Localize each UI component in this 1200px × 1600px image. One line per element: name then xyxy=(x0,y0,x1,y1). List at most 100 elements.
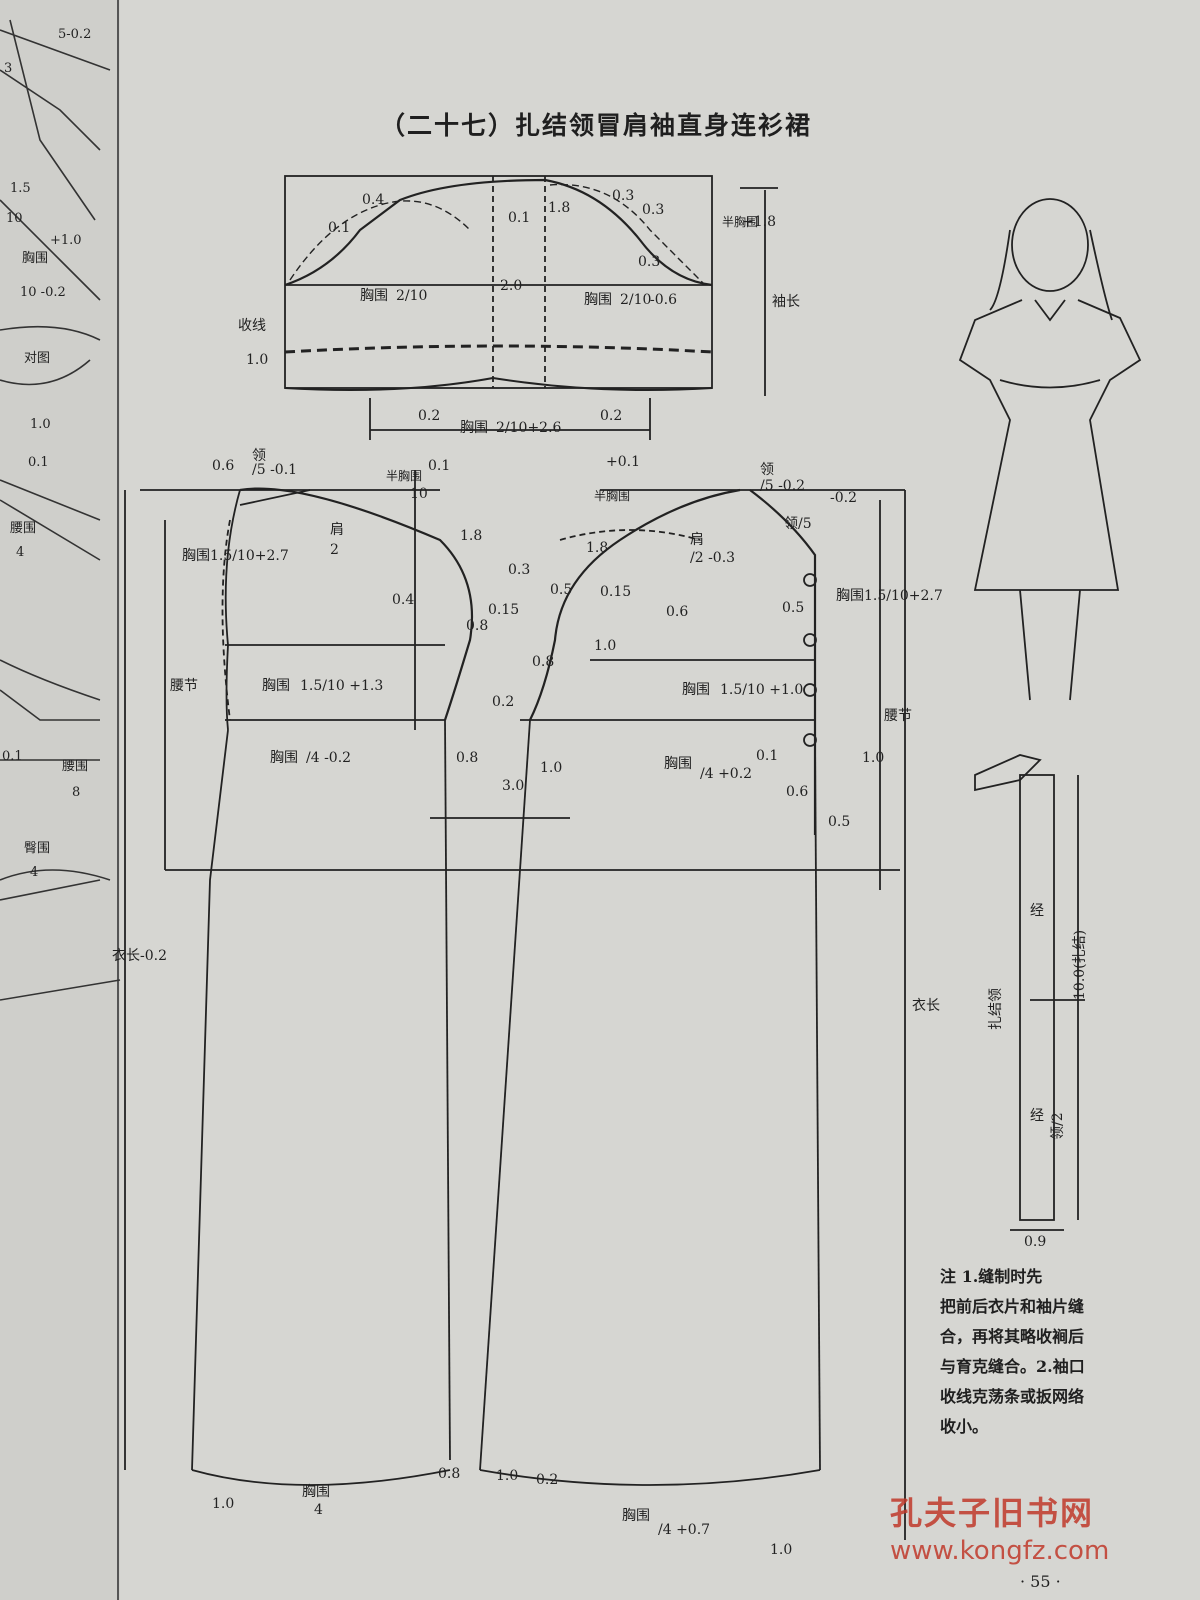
margin-label: 1.0 xyxy=(30,417,51,432)
back-label: 0.2 xyxy=(492,694,514,710)
page-title: （二十七）扎结领冒肩袖直身连衫裙 xyxy=(380,111,813,140)
back-label: 1.8 xyxy=(460,528,482,544)
front-label: 0.5 xyxy=(782,600,804,616)
margin-label: 5-0.2 xyxy=(58,27,91,42)
back-label: 0.4 xyxy=(392,592,414,608)
back-label: 腰节 xyxy=(170,678,198,694)
back-label: 0.8 xyxy=(456,750,478,766)
watermark-url: www.kongfz.com xyxy=(890,1536,1110,1566)
front-label: 1.0 xyxy=(862,750,884,766)
front-label: /4 +0.7 xyxy=(658,1522,710,1538)
watermark: 孔夫子旧书网 www.kongfz.com xyxy=(890,1488,1190,1566)
back-label: 胸围 xyxy=(270,750,298,766)
back-label: 2 xyxy=(330,542,339,558)
tie-collar-piece xyxy=(974,754,1085,1231)
tie-label: 领/2 xyxy=(1050,1112,1066,1140)
note-line: 注 1.缝制时先 xyxy=(940,1267,1043,1286)
note-line: 收小。 xyxy=(940,1417,989,1436)
back-label: 10 xyxy=(410,486,428,502)
front-label: 领/5 xyxy=(784,516,812,532)
tie-label: 10.0(扎结) xyxy=(1072,930,1088,1000)
margin-label: 0.1 xyxy=(28,455,49,470)
back-label: 1.0 xyxy=(212,1496,234,1512)
sleeve-label: 0.2 xyxy=(600,408,622,424)
margin-label: 腰围 xyxy=(62,759,88,774)
front-label: 0.6 xyxy=(786,784,808,800)
front-label: 0.8 xyxy=(532,654,554,670)
margin-label: 4 xyxy=(16,545,24,560)
front-label: -0.2 xyxy=(830,490,857,506)
front-label: 1.0 xyxy=(770,1542,792,1558)
dress-illustration xyxy=(958,198,1142,701)
back-label: 胸围 xyxy=(302,1484,330,1500)
front-label: 1.8 xyxy=(586,540,608,556)
watermark-text: 孔夫子旧书网 xyxy=(890,1494,1095,1532)
back-label: 0.8 xyxy=(438,1466,460,1482)
margin-label: 臀围 xyxy=(24,841,50,856)
back-label: 0.8 xyxy=(466,618,488,634)
sleeve-label: 0.3 xyxy=(642,202,664,218)
sleeve-label: 0.3 xyxy=(638,254,660,270)
sleeve-label: 2/10+2.6 xyxy=(496,420,562,436)
margin-label: 胸围 xyxy=(22,251,48,266)
sleeve-label: 袖长 xyxy=(772,294,800,310)
sleeve-label: 2.0 xyxy=(500,278,522,294)
back-piece xyxy=(124,470,900,1486)
margin-label: 腰围 xyxy=(10,521,36,536)
front-label: 0.1 xyxy=(756,748,778,764)
sleeve-label: 2/10 xyxy=(620,292,651,308)
margin-label: 0.1 xyxy=(2,749,23,764)
sleeve-label: 胸围 xyxy=(360,288,388,304)
back-label: 4 xyxy=(314,1502,323,1518)
margin-label: 1.5 xyxy=(10,181,31,196)
tie-label: 经 xyxy=(1030,1108,1044,1124)
sleeve-label: 胸围 xyxy=(584,292,612,308)
sleeve-label: 2/10 xyxy=(396,288,427,304)
sleeve-label: -0.6 xyxy=(650,292,677,308)
back-label: 领 xyxy=(252,448,266,464)
front-label: 胸围1.5/10+2.7 xyxy=(836,588,943,604)
front-label: /4 +0.2 xyxy=(700,766,752,782)
front-label: 领 xyxy=(760,462,774,478)
note-line: 与育克缝合。2.袖口 xyxy=(940,1357,1085,1376)
back-label: 1.5/10 +1.3 xyxy=(300,678,383,694)
front-label: /2 -0.3 xyxy=(690,550,735,566)
sleeve-label: 半胸围 xyxy=(722,214,758,229)
back-label: 0.1 xyxy=(428,458,450,474)
margin-label: 4 xyxy=(30,865,38,880)
front-label: 0.6 xyxy=(666,604,688,620)
sleeve-label: 0.1 xyxy=(328,220,350,236)
sleeve-label: 0.4 xyxy=(362,192,384,208)
front-label: 腰节 xyxy=(884,708,912,724)
back-label: 0.3 xyxy=(508,562,530,578)
page-number: · 55 · xyxy=(1020,1572,1061,1591)
front-label: 0.2 xyxy=(536,1472,558,1488)
back-label: /5 -0.1 xyxy=(252,462,297,478)
front-piece xyxy=(479,488,906,1540)
front-label: 胸围 xyxy=(622,1508,650,1524)
sleeve-label: 1.0 xyxy=(246,352,268,368)
margin-label: +1.0 xyxy=(50,233,82,248)
note-line: 合，再将其略收裥后 xyxy=(940,1327,1085,1346)
tie-label: 0.9 xyxy=(1024,1234,1046,1250)
back-label: 胸围 xyxy=(262,678,290,694)
back-label: 0.6 xyxy=(212,458,234,474)
front-label: 肩 xyxy=(690,532,704,548)
margin-label: 3 xyxy=(4,61,12,76)
sleeve-label: 1.8 xyxy=(548,200,570,216)
front-label: 1.0 xyxy=(496,1468,518,1484)
sleeve-label: 0.2 xyxy=(418,408,440,424)
sleeve-piece xyxy=(284,175,778,440)
front-label: 衣长 xyxy=(912,998,940,1014)
tie-label: 扎结领 xyxy=(988,988,1004,1030)
back-label: 衣长-0.2 xyxy=(112,948,167,964)
front-label: 0.5 xyxy=(828,814,850,830)
back-label: 胸围1.5/10+2.7 xyxy=(182,548,289,564)
margin-label: 8 xyxy=(72,785,80,800)
note-line: 把前后衣片和袖片缝 xyxy=(940,1297,1085,1316)
back-label: 0.15 xyxy=(488,602,519,618)
tie-label: 经 xyxy=(1030,903,1044,919)
front-label: 1.0 xyxy=(594,638,616,654)
